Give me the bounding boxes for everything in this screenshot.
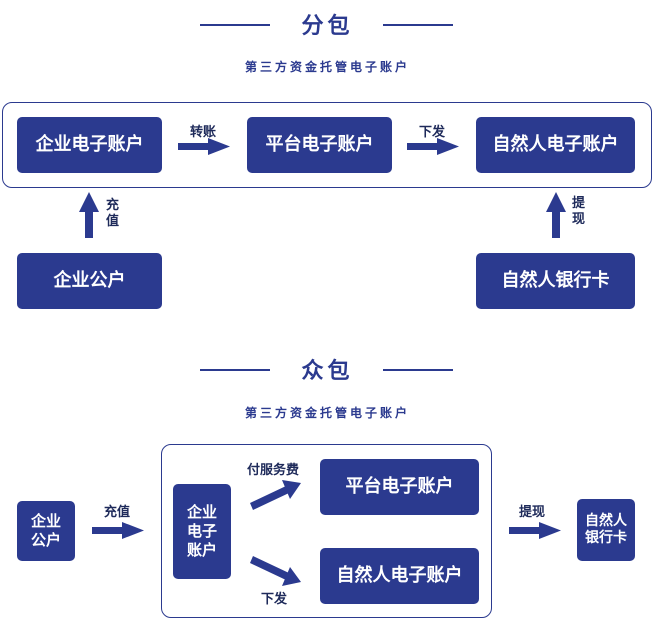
- bottom-issue-label: 下发: [261, 592, 288, 607]
- title-line-left-2: [200, 369, 270, 371]
- bottom-withdraw-label: 提现: [519, 505, 546, 520]
- top-transfer-label: 转账: [190, 125, 217, 140]
- top-platform-account-box: 平台电子账户: [247, 117, 392, 173]
- bottom-person-bankcard-box: 自然人银行卡: [577, 499, 635, 561]
- bottom-recharge-label: 充值: [104, 505, 131, 520]
- top-person-bankcard-box: 自然人银行卡: [476, 253, 635, 309]
- top-enterprise-account-box: 企业电子账户: [17, 117, 162, 173]
- bottom-service-fee-arrow: [250, 480, 301, 510]
- bottom-service-fee-label: 付服务费: [247, 463, 300, 478]
- top-withdraw-arrow: [546, 192, 566, 238]
- bottom-subtitle: 第三方资金托管电子账户: [244, 406, 410, 420]
- bottom-enterprise-public-box: 企业公户: [17, 501, 75, 561]
- top-title: 分包: [301, 14, 354, 39]
- top-recharge-arrow: [79, 192, 99, 238]
- bottom-withdraw-arrow: [509, 522, 561, 539]
- top-transfer-arrow: [178, 138, 230, 155]
- bottom-issue-arrow: [250, 556, 301, 586]
- top-enterprise-public-box: 企业公户: [17, 253, 162, 309]
- top-subtitle: 第三方资金托管电子账户: [244, 60, 410, 74]
- title-line-right-2: [383, 369, 453, 371]
- bottom-person-account-box: 自然人电子账户: [320, 548, 479, 604]
- bottom-enterprise-account-box: 企业电子账户: [173, 484, 231, 579]
- bottom-title: 众包: [301, 359, 354, 384]
- top-recharge-label: 充值: [106, 198, 120, 230]
- bottom-recharge-arrow: [92, 522, 144, 539]
- top-person-account-box: 自然人电子账户: [476, 117, 635, 173]
- title-line-left: [200, 24, 270, 26]
- top-issue-arrow: [407, 138, 459, 155]
- bottom-platform-account-box: 平台电子账户: [320, 459, 479, 515]
- title-line-right: [383, 24, 453, 26]
- top-withdraw-label: 提现: [572, 196, 586, 228]
- top-issue-label: 下发: [419, 125, 446, 140]
